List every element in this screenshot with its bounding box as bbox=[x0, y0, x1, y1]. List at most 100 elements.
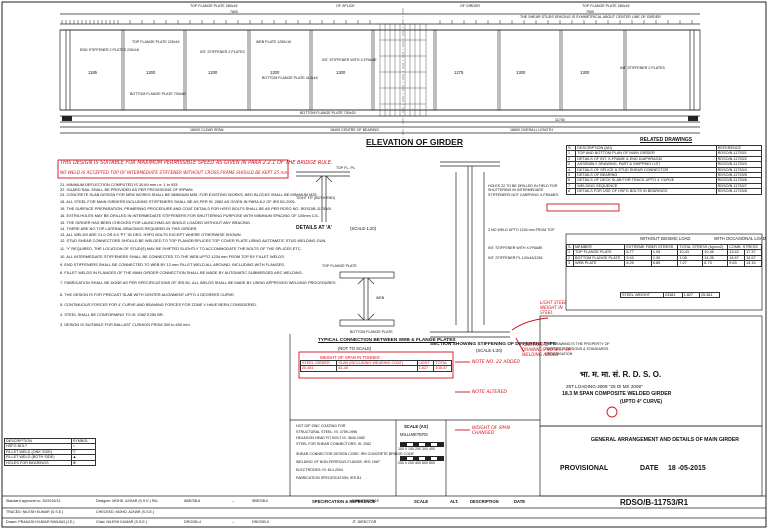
detail-a-title: DETAILS AT 'A' bbox=[296, 225, 332, 231]
span-title: 18.3 M SPAN COMPOSITE WELDED GIRDER bbox=[562, 391, 672, 397]
note-line: 22. GUARD RAIL SHALL BE PROVIDED AS PER … bbox=[60, 187, 194, 192]
spacing-1: 1185 bbox=[88, 70, 98, 75]
sig-abe: ABE/SB-6 bbox=[184, 499, 201, 503]
spacing-8: 1300 bbox=[580, 70, 590, 75]
sig-blank: -- bbox=[232, 499, 235, 503]
sig-chkd: Chkd: NILESH KUMAR (S.S.E.) bbox=[96, 520, 147, 524]
stress-title-2: WITH OCCASIONAL LOAD bbox=[714, 236, 766, 241]
weld-note: 3 NO WELD UPTO 1234 mm FROM TOP bbox=[488, 228, 555, 232]
note-line: 14. THERE ARE NO TOP LATERAL BRACINGS RE… bbox=[60, 226, 198, 231]
bottom-flange-splice-label: BOTTOM FLANGE PLATE 410x16 bbox=[262, 76, 318, 80]
legend-row: HOLES FOR BEARINGS⊕ bbox=[4, 459, 97, 467]
detail-a-scale: (SCALE-1:20) bbox=[350, 226, 377, 231]
note-line: 19. THE SURFACE PREPARATION, PRIMERING P… bbox=[60, 206, 332, 211]
dim-total: 11750 bbox=[555, 118, 565, 122]
note-line: 5. CONTINUOUS FORCES FOR 4' CURVE AND BE… bbox=[60, 302, 258, 307]
holes-note: HOLES 22 TO BE DRILLED IN FIELD FOR SHUT… bbox=[488, 184, 559, 197]
sig-sbe: SBE/SB-II bbox=[252, 499, 269, 503]
sig-checked: CHECKED: MOHD. AZHAR (S.S.E.) bbox=[96, 510, 155, 514]
provisional-status: PROVISIONAL bbox=[560, 465, 609, 472]
weight-header: SLAB (INCLUDING WEARING COAT) bbox=[336, 359, 418, 367]
property-note: THE DRAWING IS THE PROPERTY OF RESEARCH … bbox=[545, 342, 610, 356]
spacing-3: 1200 bbox=[208, 70, 218, 75]
int-stiffener-plate: INT. STIFFENER PL.120x16/1254 bbox=[488, 256, 543, 260]
scale-ticks: 100 0 100 200 300 400 bbox=[398, 447, 435, 451]
col-no: S. bbox=[565, 144, 577, 152]
elevation-heading: ELEVATION OF GIRDER bbox=[366, 137, 463, 147]
typical-connection-title: TYPICAL CONNECTION BETWEEN WEB & FLANGE … bbox=[318, 338, 456, 343]
spec-line: SHEAR CONNECTOR DESIGN CODE: IRS CONCRET… bbox=[296, 452, 414, 456]
spacing-6: 1275 bbox=[454, 70, 464, 75]
scale-units: MILLIMETERS bbox=[400, 432, 428, 437]
spacing-2: 1300 bbox=[146, 70, 156, 75]
weight-value: 1.827 bbox=[416, 365, 435, 372]
int-stiffener-label: INT. STIFFENER 2 PLATES bbox=[200, 50, 245, 54]
spec-line: FABRICATION SPECIFICATION: IRS B1 bbox=[296, 476, 362, 480]
weight-value: 81-40 bbox=[336, 365, 418, 372]
red-note-speed: THIS DESIGN IS SUITABLE FOR MAXIMUM PERM… bbox=[60, 160, 333, 166]
sig-drawn: Drawn: PRAKASH KUMAR RANJAN (J.E.) bbox=[6, 520, 75, 524]
girder-cl-label: OF GIRDER bbox=[460, 4, 480, 8]
weight-title: WEIGHT OF SPAN IN TONNES bbox=[320, 355, 380, 360]
note-line: 21. MINIMUM DEFLECTION COMPUTED IS 30.69… bbox=[60, 182, 179, 187]
spec-line: HEXAGON HEAD FIT BOLT IS: 3640-1982 bbox=[296, 436, 365, 440]
note-line: 13. ALL WELDS ARE 21.0 OR 6.0 'PT' 30 DE… bbox=[60, 232, 242, 237]
markup-weight-changed: WEIGHT OF SPAN CHANGED bbox=[472, 426, 511, 436]
spec-line: STRUCTURAL STEEL: IS: 4759-1996 bbox=[296, 430, 357, 434]
note-line: 23. CONCRETE SLAB DESIGN FOR NEW WORKS S… bbox=[60, 192, 318, 197]
bearing-hole-icon: ⊕ bbox=[70, 459, 97, 467]
note-line: 16. EXTRA HOLES MAY BE DRILLED IN INTERM… bbox=[60, 213, 320, 218]
spacing-7: 1300 bbox=[516, 70, 526, 75]
drawing-number: RDSO/B-11753/R1 bbox=[620, 498, 689, 507]
top-flange-label-right: TOP FLANGE PLATE 280x16 bbox=[582, 4, 630, 8]
red-note-weld: NO WELD IS ACCEPTED TOP OF INTERMEDIATE … bbox=[60, 170, 291, 175]
alt-header: ALT. bbox=[450, 499, 459, 504]
top-fl-label: TOP FL. PL. bbox=[336, 166, 356, 170]
web-plate-label: WEB PLATE 1250x10 bbox=[256, 40, 292, 44]
weight-value: 108-47 bbox=[433, 365, 452, 372]
sig-blank-2: -- bbox=[232, 520, 235, 524]
sig-director: DIRECTOR/B&S bbox=[352, 499, 379, 503]
weight-header: LIGHT bbox=[416, 359, 435, 367]
dim-top-left: 7800 bbox=[230, 10, 238, 14]
section-scale: (SCALE-1:20) bbox=[476, 348, 503, 353]
end-stiffener-label: END STIFFENER 2 PLATES 230x16 bbox=[80, 48, 139, 52]
alt-date-header: DATE bbox=[514, 499, 526, 504]
int-stiffener-right-label: INT. STIFFENER 2 PLATES bbox=[620, 66, 665, 70]
markup-note-added: NOTE NO. 22 ADDED bbox=[472, 360, 520, 365]
scale-bar-2 bbox=[400, 456, 444, 461]
weight-header: TOTAL bbox=[433, 359, 452, 367]
date-label: DATE bbox=[640, 465, 659, 472]
sig-drg-sb4: DRG/SB-4 bbox=[184, 520, 201, 524]
alt-desc-header: DESCRIPTION bbox=[470, 499, 499, 504]
sig-traced: TRACED: NILESH KUMAR (S.S.E.) bbox=[6, 510, 64, 514]
loading-std: 25T LOADING-2008 "25 DI MX 2008" bbox=[566, 384, 643, 389]
dim-top-mid: 7500 bbox=[586, 10, 594, 14]
top-flange-label-left: TOP FLANGE PLATE 280x16 bbox=[190, 4, 238, 8]
spacing-5: 1300 bbox=[336, 70, 346, 75]
weight-value: 25.381 bbox=[299, 365, 338, 372]
spec-footer: SPECIFICATION & REFERENCE bbox=[312, 499, 376, 504]
note-line: 8. FILLET WELDS IN FLANGES OF THE MAIN G… bbox=[60, 270, 303, 275]
spec-line: WELDING OF NON-FERROUS FLANGE: IRS: 1987 bbox=[296, 460, 380, 464]
scale-label: SCALE bbox=[414, 499, 429, 504]
sig-approval: Standard approval no. 30/2015/13 bbox=[6, 499, 61, 503]
scale-bar bbox=[400, 442, 444, 447]
spec-line: STEEL FOR SHEAR CONNECTORS: IS: 2062 bbox=[296, 442, 372, 446]
note-line: 11. 'Y' REQUIRED, THE LOCATION OF STUD(S… bbox=[60, 246, 302, 251]
note-line: 10. ALL INTERMEDIATE STIFFENERS SHALL BE… bbox=[60, 254, 285, 259]
note-line: 15. THE GIRDER HAS BEEN CHECKED FOR LAUN… bbox=[60, 220, 251, 225]
markup-light-steel: LIGHT STEEL WEIGHT IN STEEL bbox=[540, 300, 567, 315]
sig-drg-sb2: DRG/SB-II bbox=[252, 520, 269, 524]
sig-jt-director: JT. DIRECTOR bbox=[352, 520, 377, 524]
top-flange-plate-label: TOP FLANGE PLATE bbox=[322, 264, 357, 268]
sig-designer: Designer: MOHD. AZHAR (S.S.E.) PAI. bbox=[96, 499, 159, 503]
not-to-scale-label: (NOT TO SCALE) bbox=[338, 346, 372, 351]
